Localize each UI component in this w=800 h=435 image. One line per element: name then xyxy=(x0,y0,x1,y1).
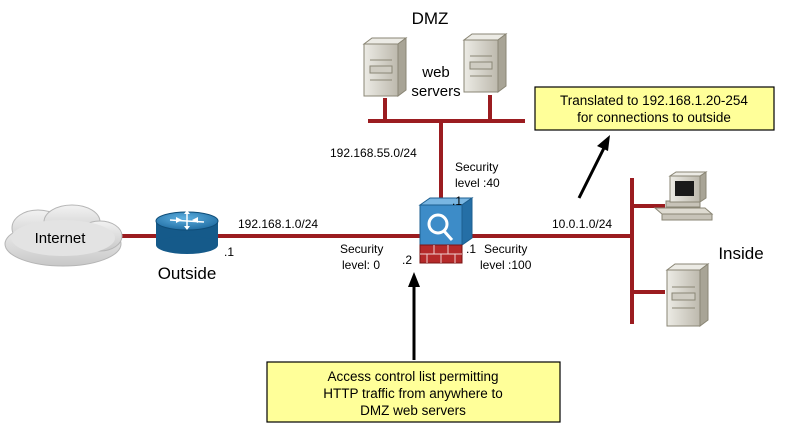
internet-cloud: Internet xyxy=(4,204,123,267)
outside-zone-label: Outside xyxy=(158,264,217,283)
outside-router: .1 xyxy=(155,210,234,259)
dmz-server-2 xyxy=(462,33,508,93)
acl-callout-line-2: HTTP traffic from anywhere to xyxy=(323,386,503,401)
outside-network-label: 192.168.1.0/24 xyxy=(238,217,318,231)
dmz-server-1 xyxy=(362,37,408,97)
web-servers-label-line-2: servers xyxy=(411,83,460,100)
dmz-security-line-1: Security xyxy=(455,160,498,174)
outside-security-line-1: Security xyxy=(340,242,383,256)
inside-zone-label: Inside xyxy=(718,244,763,263)
dmz-zone-label: DMZ xyxy=(412,9,449,28)
acl-callout: Access control list permitting HTTP traf… xyxy=(266,361,561,423)
nat-callout-line-2: for connections to outside xyxy=(577,110,731,125)
inside-server xyxy=(665,263,710,327)
inside-workstation xyxy=(653,171,714,221)
firewall-dmz-host: .1 xyxy=(452,194,462,208)
server-icon xyxy=(462,33,508,93)
firewall: .1 .2 .1 xyxy=(402,194,476,267)
acl-callout-line-1: Access control list permitting xyxy=(327,369,498,384)
server-icon xyxy=(362,37,408,97)
internet-label: Internet xyxy=(35,230,87,247)
web-servers-label-line-1: web xyxy=(421,64,450,81)
router-icon xyxy=(155,210,219,254)
acl-callout-line-3: DMZ web servers xyxy=(360,403,466,418)
cloud-icon xyxy=(4,204,123,267)
firewall-outside-host: .2 xyxy=(402,253,412,267)
dmz-security-line-2: level :40 xyxy=(455,176,500,190)
outside-security-line-2: level: 0 xyxy=(342,258,380,272)
firewall-icon xyxy=(418,197,474,264)
nat-callout-line-1: Translated to 192.168.1.20-254 xyxy=(560,93,748,108)
inside-security-line-2: level :100 xyxy=(480,258,532,272)
dmz-network-label: 192.168.55.0/24 xyxy=(330,146,417,160)
inside-network-label: 10.0.1.0/24 xyxy=(552,217,612,231)
inside-security-line-1: Security xyxy=(484,242,527,256)
workstation-icon xyxy=(653,171,714,221)
nat-callout-arrow xyxy=(577,135,610,199)
acl-callout-arrow xyxy=(408,272,420,360)
links xyxy=(120,95,665,324)
firewall-inside-host: .1 xyxy=(466,242,476,256)
server-icon xyxy=(665,263,710,327)
nat-callout: Translated to 192.168.1.20-254 for conne… xyxy=(534,86,775,131)
router-outside-host: .1 xyxy=(224,245,234,259)
